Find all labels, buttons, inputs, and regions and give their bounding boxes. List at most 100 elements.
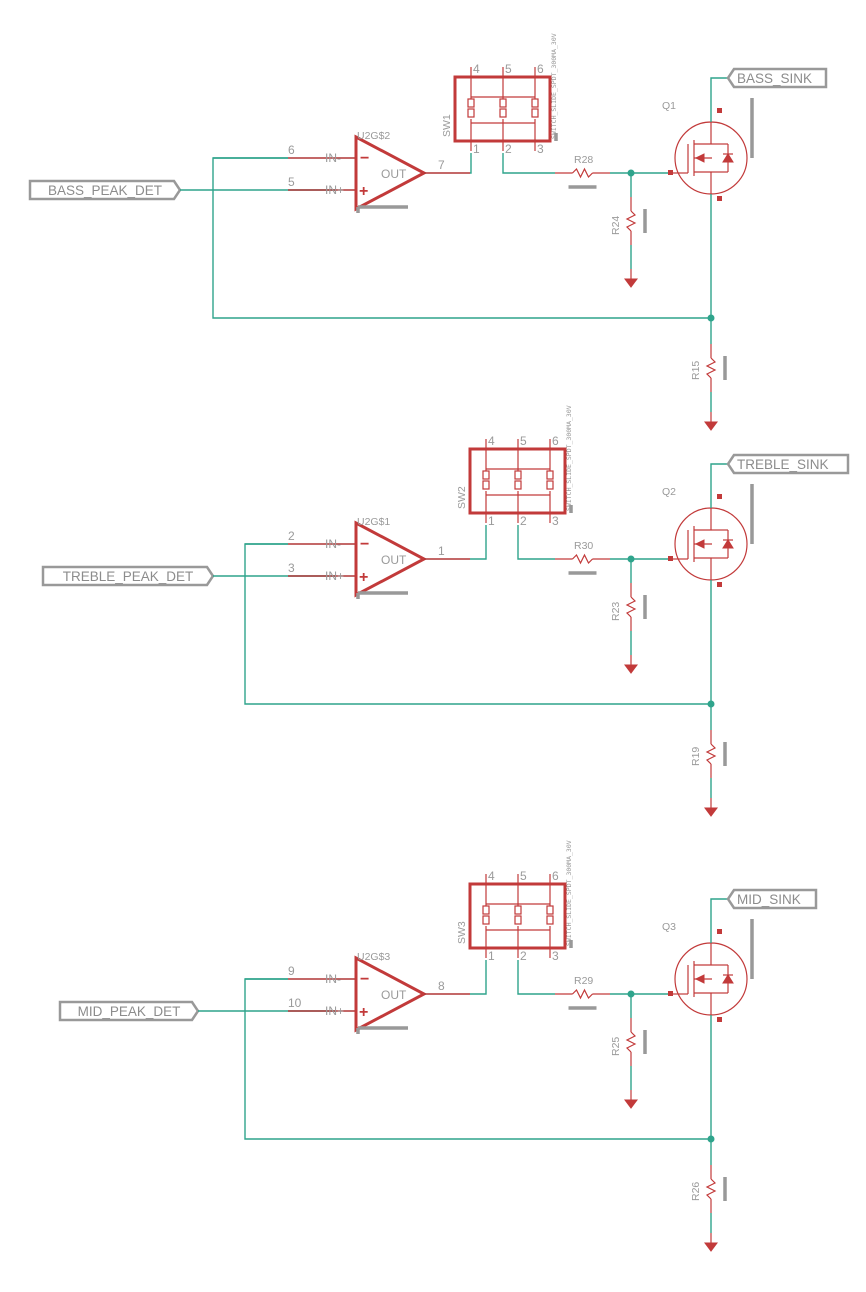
ground-icon bbox=[624, 1099, 638, 1109]
pin-marker bbox=[668, 170, 673, 175]
arrow-icon bbox=[694, 153, 705, 163]
mosfet-reference: Q3 bbox=[662, 921, 676, 933]
resistor-zigzag bbox=[625, 1031, 637, 1053]
port-flag bbox=[41, 565, 215, 587]
switch-pin-number: 6 bbox=[552, 869, 559, 883]
opamp-triangle-icon bbox=[354, 520, 428, 598]
sink-port: TREBLE_SINK bbox=[726, 453, 850, 475]
opamp-reference: U2G$1 bbox=[357, 516, 390, 528]
port-flag bbox=[726, 453, 850, 475]
resistor-zigzag bbox=[705, 1178, 717, 1200]
switch-pin-number: 1 bbox=[488, 514, 495, 528]
arrow-icon bbox=[694, 539, 705, 549]
diode-icon bbox=[722, 153, 734, 163]
sense-resistor-reference: R19 bbox=[690, 747, 702, 766]
sink-label: TREBLE_SINK bbox=[737, 457, 829, 472]
mosfet: Q2 bbox=[662, 484, 754, 587]
mosfet: Q1 bbox=[662, 98, 754, 201]
switch-value: SWITCH_SLIDE_SPDT_300MA_30V bbox=[565, 840, 573, 946]
shunt-resistor-reference: R25 bbox=[610, 1037, 622, 1056]
arrow-icon bbox=[694, 974, 705, 984]
switch-contact bbox=[467, 98, 475, 108]
pin-number: 8 bbox=[438, 979, 445, 993]
filter-stage-2: TREBLE_PEAK_DET23IN-IN+−+OUTU2G$11415263… bbox=[41, 405, 850, 817]
ground-icon bbox=[704, 421, 718, 431]
pin-number: 3 bbox=[288, 561, 295, 575]
switch-contact bbox=[482, 915, 490, 925]
plus-sign-icon: + bbox=[359, 183, 368, 200]
switch-reference: SW2 bbox=[456, 486, 468, 509]
switch-contact bbox=[482, 480, 490, 490]
switch-common-wire bbox=[517, 960, 555, 995]
opamp-in-plus-label: IN+ bbox=[325, 569, 344, 583]
diode-icon bbox=[722, 974, 734, 984]
series-resistor-reference: R29 bbox=[574, 975, 593, 987]
opamp-in-minus-label: IN- bbox=[325, 151, 341, 165]
resistor-zigzag bbox=[625, 210, 637, 232]
sense-resistor-reference: R15 bbox=[690, 361, 702, 380]
pin-number: 6 bbox=[288, 143, 295, 157]
minus-sign-icon: − bbox=[360, 150, 369, 167]
pin-marker bbox=[717, 929, 722, 934]
switch-contact bbox=[467, 108, 475, 118]
pin-marker bbox=[717, 582, 722, 587]
mosfet: Q3 bbox=[662, 919, 754, 1022]
switch-pin-number: 3 bbox=[552, 514, 559, 528]
switch-pin-number: 6 bbox=[552, 434, 559, 448]
switch-pin-number: 2 bbox=[505, 142, 512, 156]
opamp-out-label: OUT bbox=[381, 553, 407, 567]
diode-icon bbox=[722, 539, 734, 549]
peak-det-port: MID_PEAK_DET bbox=[58, 1000, 200, 1022]
drain-wire bbox=[710, 898, 728, 943]
switch-pin-number: 5 bbox=[505, 62, 512, 76]
switch-contact bbox=[499, 98, 507, 108]
opamp-in-minus-label: IN- bbox=[325, 537, 341, 551]
port-flag bbox=[726, 67, 828, 89]
resistor-zigzag bbox=[572, 167, 593, 179]
switch-input-wire bbox=[470, 153, 472, 174]
feedback-wire bbox=[244, 978, 712, 1140]
opamp-triangle-icon bbox=[354, 955, 428, 1033]
junction-dot bbox=[707, 1135, 715, 1143]
minus-sign-icon: − bbox=[360, 536, 369, 553]
opamp-in-minus-label: IN- bbox=[325, 972, 341, 986]
series-resistor-reference: R28 bbox=[574, 154, 593, 166]
pin-number: 2 bbox=[288, 529, 295, 543]
switch-contact bbox=[546, 915, 554, 925]
switch-contact bbox=[531, 98, 539, 108]
pin-number: 1 bbox=[438, 544, 445, 558]
filter-stage-1: BASS_PEAK_DET65IN-IN+−+OUTU2G$27415263SW… bbox=[28, 33, 828, 431]
switch-contact bbox=[482, 470, 490, 480]
switch-contact bbox=[514, 915, 522, 925]
opamp-in-plus-label: IN+ bbox=[325, 1004, 344, 1018]
pin-number: 5 bbox=[288, 175, 295, 189]
pin-marker bbox=[717, 108, 722, 113]
switch-contact bbox=[546, 470, 554, 480]
switch-input-wire bbox=[470, 525, 487, 560]
junction-dot bbox=[707, 700, 715, 708]
switch-contact bbox=[514, 905, 522, 915]
resistor-zigzag bbox=[705, 743, 717, 765]
pin-marker bbox=[668, 556, 673, 561]
switch-pin-number: 3 bbox=[552, 949, 559, 963]
pin-number: 9 bbox=[288, 964, 295, 978]
resistor-zigzag bbox=[572, 553, 593, 565]
switch-contact bbox=[499, 108, 507, 118]
minus-sign-icon: − bbox=[360, 971, 369, 988]
opamp-in-plus-label: IN+ bbox=[325, 183, 344, 197]
peak-det-port: TREBLE_PEAK_DET bbox=[41, 565, 215, 587]
ground-icon bbox=[704, 1242, 718, 1252]
peak-det-label: MID_PEAK_DET bbox=[78, 1004, 181, 1019]
opamp-reference: U2G$3 bbox=[357, 951, 390, 963]
mosfet-reference: Q1 bbox=[662, 100, 676, 112]
pin-marker bbox=[668, 991, 673, 996]
opamp-triangle-icon bbox=[354, 134, 428, 212]
shunt-resistor-reference: R24 bbox=[610, 216, 622, 235]
switch-pin-number: 6 bbox=[537, 62, 544, 76]
switch-contact bbox=[546, 905, 554, 915]
switch-value: SWITCH_SLIDE_SPDT_300MA_30V bbox=[550, 33, 558, 139]
switch-contact bbox=[546, 480, 554, 490]
switch-input-wire bbox=[470, 960, 487, 995]
